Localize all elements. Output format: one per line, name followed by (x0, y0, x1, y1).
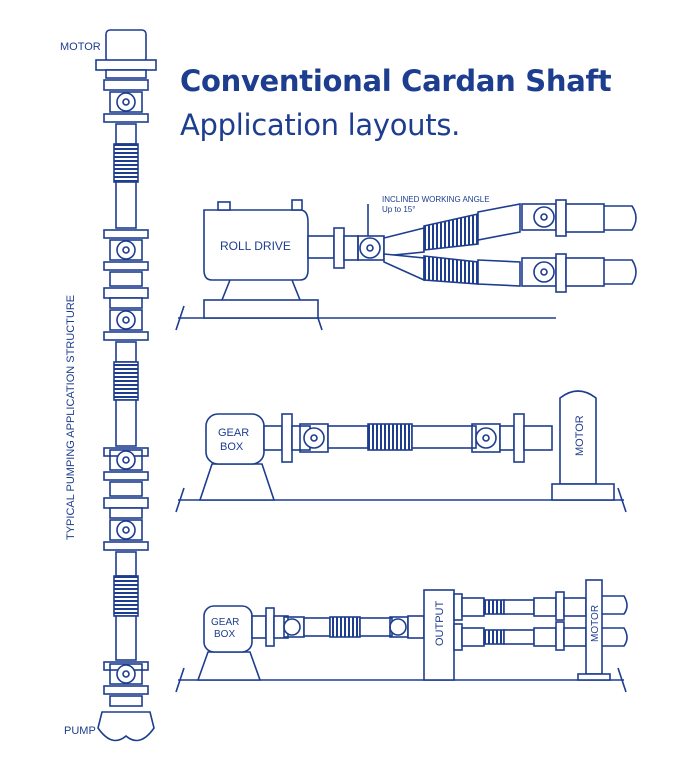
output-box (423, 589, 455, 681)
gearbox-3-label-line2: BOX (214, 629, 235, 640)
layout-gearbox-output-motor (175, 579, 628, 693)
vertical-pump-shaft (95, 29, 157, 742)
gearbox-2-label-line2: BOX (220, 441, 244, 453)
inclined-angle-label: INCLINED WORKING ANGLE (382, 195, 490, 204)
pump-housing (97, 711, 155, 742)
output-label: OUTPUT (434, 601, 446, 647)
gearbox-2 (205, 413, 265, 465)
pump-motor-label: MOTOR (60, 41, 101, 53)
roll-drive-label: ROLL DRIVE (220, 239, 291, 253)
layout-roll-drive (175, 199, 637, 331)
page-title: Conventional Cardan Shaft (180, 64, 612, 98)
inclined-angle-value: Up to 15° (382, 205, 415, 214)
motor-2-label: MOTOR (574, 415, 586, 456)
gearbox-3-label-line1: GEAR (211, 617, 239, 628)
motor-2-housing (559, 390, 597, 485)
gearbox-2-label-line1: GEAR (218, 427, 249, 439)
pump-label: PUMP (64, 725, 96, 737)
page-subtitle: Application layouts. (180, 108, 461, 142)
roll-drive-housing (203, 209, 309, 281)
motor-3-label: MOTOR (590, 605, 601, 642)
pump-motor-housing (105, 29, 147, 63)
layout-gearbox-motor (175, 390, 627, 513)
pumping-side-caption: TYPICAL PUMPING APPLICATION STRUCTURE (65, 295, 77, 540)
